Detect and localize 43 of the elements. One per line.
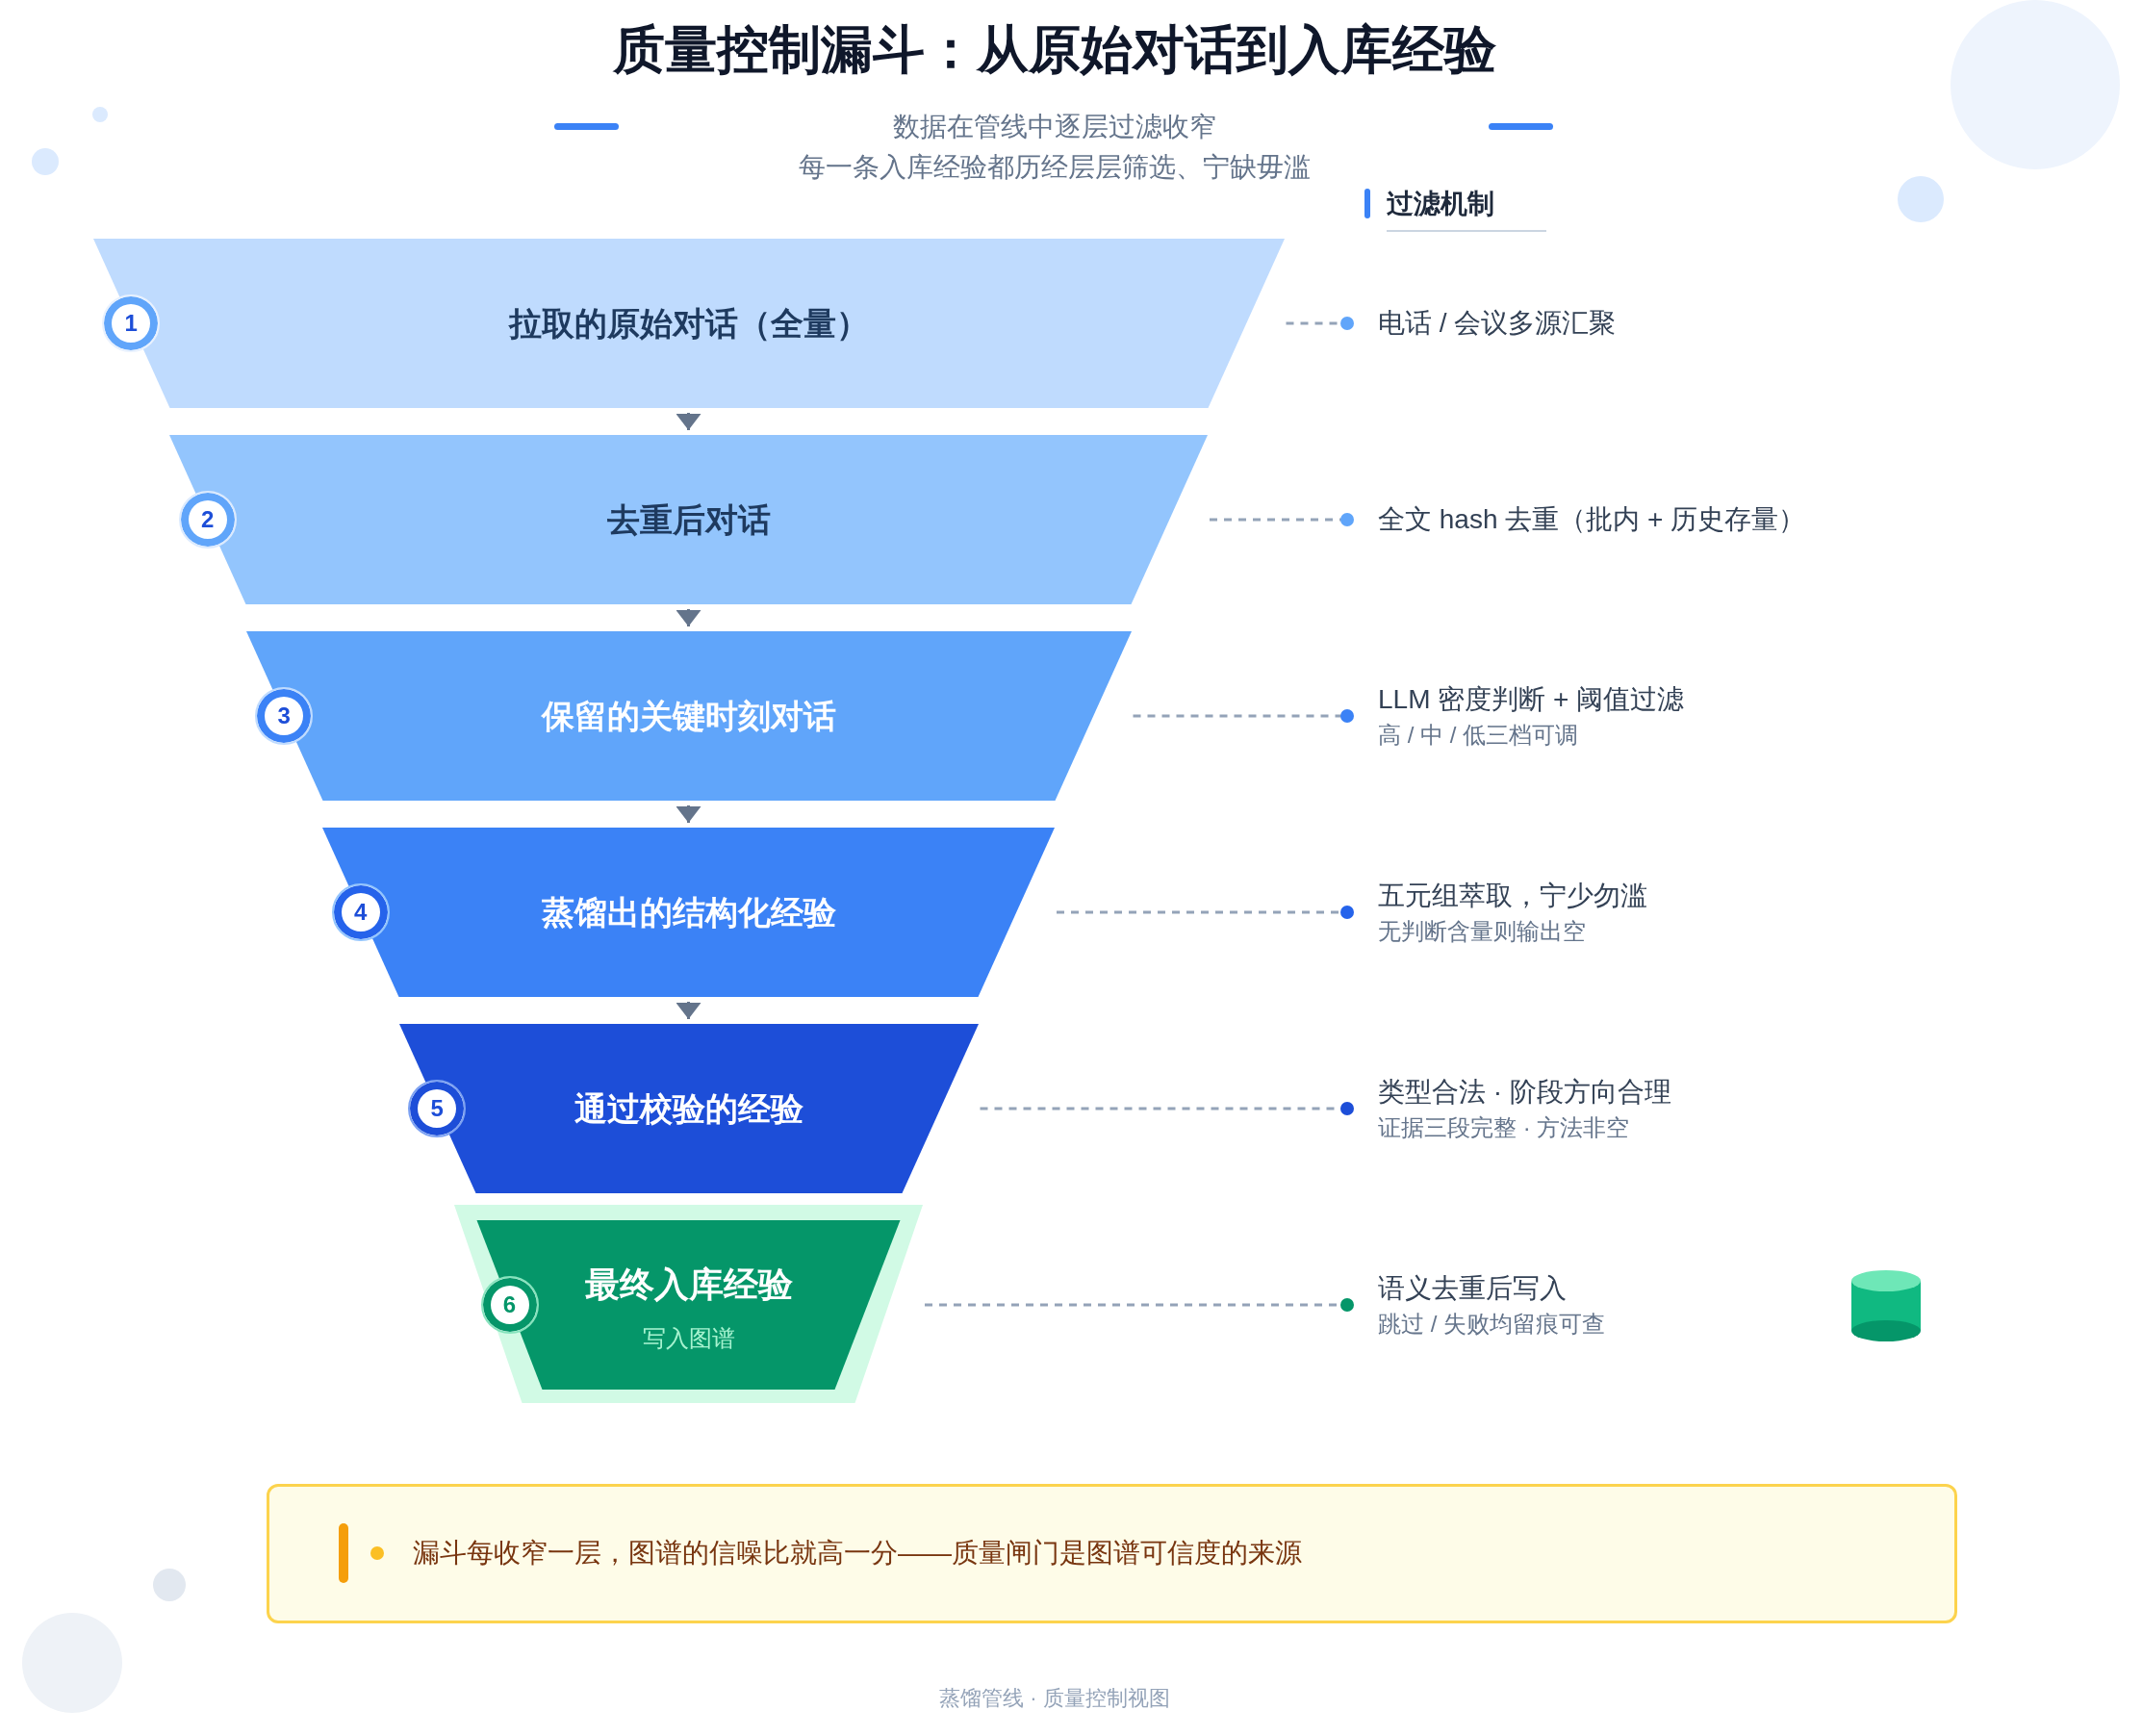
funnel-layer <box>322 828 1055 997</box>
leader-line <box>1133 709 1354 723</box>
annotation-note: 高 / 中 / 低三档可调 <box>1378 721 1578 750</box>
note-box <box>267 1484 1957 1623</box>
funnel-layer <box>169 435 1208 604</box>
step-badge: 4 <box>331 883 390 941</box>
layer-title: 去重后对话 <box>606 499 771 540</box>
note-text: 漏斗每收窄一层，图谱的信噪比就高一分——质量闸门是图谱可信度的来源 <box>413 1536 1302 1570</box>
layer-title: 保留的关键时刻对话 <box>541 696 836 736</box>
leader-line <box>925 1298 1354 1312</box>
annotation-note: 无判断含量则输出空 <box>1378 917 1586 946</box>
layer-title: 最终入库经验 <box>584 1263 793 1306</box>
leader-line <box>1286 317 1354 330</box>
arrow <box>676 805 701 823</box>
layer-title: 通过校验的经验 <box>574 1088 803 1129</box>
subtitle: 数据在管线中逐层过滤收窄 <box>893 110 1216 143</box>
leader-line <box>980 1102 1354 1115</box>
arrow <box>676 609 701 626</box>
leader-line <box>1057 906 1354 919</box>
arrow <box>676 1002 701 1019</box>
step-badge: 1 <box>102 294 161 352</box>
annotation-note: 证据三段完整 · 方法非空 <box>1378 1113 1630 1142</box>
title: 质量控制漏斗：从原始对话到入库经验 <box>613 19 1496 81</box>
funnel-layer <box>245 631 1132 801</box>
leader-line <box>1210 513 1354 526</box>
step-badge: 3 <box>255 687 314 745</box>
funnel-layer <box>454 1205 923 1403</box>
annotation-note: 跳过 / 失败均留痕可查 <box>1378 1310 1605 1339</box>
funnel-layer <box>92 239 1285 408</box>
arrow <box>676 413 701 430</box>
footer-text: 蒸馏管线 · 质量控制视图 <box>939 1685 1170 1712</box>
annotation-text: 类型合法 · 阶段方向合理 <box>1378 1076 1671 1109</box>
layer-title: 蒸馏出的结构化经验 <box>541 892 836 932</box>
funnel-layer <box>398 1024 979 1193</box>
section-heading: 过滤机制 <box>1387 187 1494 220</box>
layer-title: 拉取的原始对话（全量） <box>508 303 869 344</box>
annotation-text: 五元组萃取，宁少勿滥 <box>1378 880 1647 912</box>
annotation-text: 全文 hash 去重（批内 + 历史存量） <box>1378 503 1806 536</box>
layer-subtitle: 写入图谱 <box>642 1324 735 1353</box>
subtitle: 每一条入库经验都历经层层筛选、宁缺毋滥 <box>799 150 1311 184</box>
annotation-text: 电话 / 会议多源汇聚 <box>1378 307 1617 340</box>
annotation-text: 语义去重后写入 <box>1378 1272 1567 1305</box>
annotation-text: LLM 密度判断 + 阈值过滤 <box>1378 683 1685 716</box>
